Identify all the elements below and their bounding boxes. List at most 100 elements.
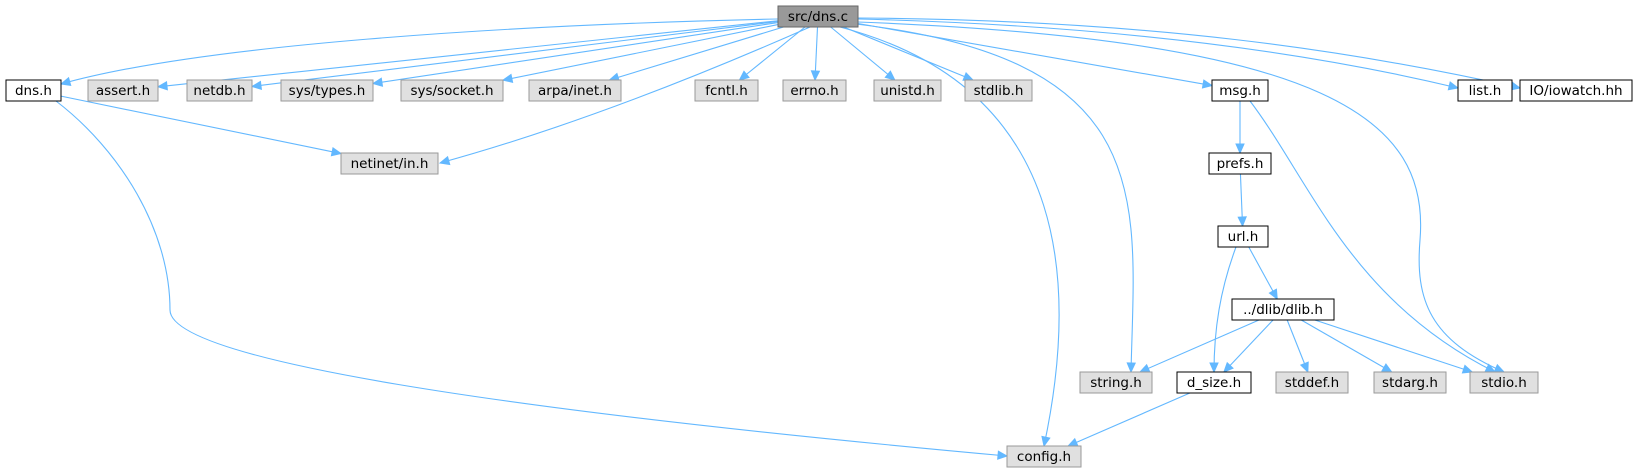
- node-label: sys/types.h: [289, 83, 366, 99]
- node-dlib-h[interactable]: ../dlib/dlib.h: [1231, 298, 1335, 321]
- node-label: errno.h: [790, 83, 838, 99]
- node-dns-h[interactable]: dns.h: [5, 79, 62, 102]
- nodes-layer: src/dns.c dns.h assert.h netdb.h sys/types.h…: [5, 5, 1633, 468]
- node-label: msg.h: [1219, 83, 1261, 99]
- node-label: stddef.h: [1285, 375, 1339, 391]
- node-box: [186, 79, 253, 102]
- edge-dlib-h-to-stddef-h-arrowhead: [1299, 361, 1309, 374]
- node-label: netinet/in.h: [351, 156, 429, 172]
- node-errno-h: errno.h: [782, 79, 847, 102]
- node-label: config.h: [1017, 449, 1071, 465]
- node-box: [1006, 445, 1082, 468]
- node-string-h: string.h: [1079, 371, 1153, 394]
- edge-src-dns-c-to-dns-h-arrowhead: [59, 76, 72, 87]
- edge-src-dns-c-to-stdlib-h-arrowhead: [962, 71, 975, 81]
- node-list-h[interactable]: list.h: [1457, 79, 1513, 102]
- node-box: [1469, 371, 1539, 394]
- edge-dlib-h-to-string-h-arrowhead: [1138, 363, 1151, 373]
- node-label: prefs.h: [1217, 156, 1264, 172]
- edge-src-dns-c-to-config-h-arrowhead: [1041, 435, 1051, 448]
- edge-src-dns-c-to-sys-types-h-arrowhead: [371, 77, 384, 87]
- node-fcntl-h: fcntl.h: [694, 79, 759, 102]
- edge-dns-h-to-netinet-in-h-arrowhead: [330, 146, 343, 157]
- edge-dns-h-to-config-h: [55, 100, 1008, 457]
- node-msg-h[interactable]: msg.h: [1211, 79, 1269, 102]
- edge-src-dns-c-to-io-iowatch-hh: [857, 17, 1521, 89]
- node-d-size-h[interactable]: d_size.h: [1176, 371, 1252, 394]
- edge-dns-h-to-netinet-in-h: [60, 95, 342, 155]
- node-label: stdarg.h: [1382, 375, 1438, 391]
- node-label: netdb.h: [193, 83, 245, 99]
- node-box: [1519, 79, 1633, 102]
- edge-src-dns-c-to-netdb-h-arrowhead: [250, 80, 263, 91]
- edge-dlib-h-to-string-h: [1139, 319, 1260, 373]
- edge-src-dns-c-to-stdio-h-arrowhead: [1493, 363, 1506, 373]
- node-label: assert.h: [96, 83, 150, 99]
- node-label: dns.h: [15, 83, 52, 99]
- edge-src-dns-c-to-sys-socket-h-arrowhead: [501, 73, 514, 83]
- edge-dlib-h-to-stdio-h: [1314, 319, 1473, 373]
- node-box: [1275, 371, 1349, 394]
- edge-dlib-h-to-stdarg-h-arrowhead: [1381, 363, 1393, 373]
- edges-layer: [55, 17, 1522, 460]
- edge-src-dns-c-to-fcntl-h: [739, 26, 806, 81]
- node-src-dns-c: src/dns.c: [777, 5, 859, 28]
- node-url-h[interactable]: url.h: [1217, 225, 1269, 248]
- node-config-h: config.h: [1006, 445, 1082, 468]
- node-stdarg-h: stdarg.h: [1373, 371, 1447, 394]
- edge-d-size-h-to-config-h: [1067, 392, 1191, 447]
- edge-src-dns-c-to-netinet-in-h: [439, 26, 811, 164]
- node-stdio-h: stdio.h: [1469, 371, 1539, 394]
- node-label: stdio.h: [1481, 375, 1527, 391]
- node-label: string.h: [1090, 375, 1142, 391]
- node-label: fcntl.h: [705, 83, 748, 99]
- edge-src-dns-c-to-netinet-in-h-arrowhead: [438, 155, 451, 166]
- edge-msg-h-to-prefs-h-arrowhead: [1235, 143, 1245, 155]
- edge-dlib-h-to-d-size-h-arrowhead: [1223, 361, 1234, 373]
- node-box: [340, 152, 439, 175]
- node-label: d_size.h: [1187, 375, 1241, 391]
- edge-dlib-h-to-stdarg-h: [1300, 319, 1393, 373]
- node-box: [694, 79, 759, 102]
- node-assert-h: assert.h: [87, 79, 159, 102]
- edge-url-h-to-d-size-h: [1213, 246, 1237, 373]
- node-box: [1373, 371, 1447, 394]
- node-label: sys/socket.h: [410, 83, 493, 99]
- node-box: [1079, 371, 1153, 394]
- edge-src-dns-c-to-assert-h: [157, 20, 779, 88]
- edge-src-dns-c-to-string-h-arrowhead: [1126, 362, 1136, 374]
- edge-prefs-h-to-url-h-arrowhead: [1237, 216, 1247, 228]
- node-label: stdlib.h: [974, 83, 1024, 99]
- edge-src-dns-c-to-sys-socket-h: [502, 24, 779, 81]
- edge-src-dns-c-to-unistd-h-arrowhead: [884, 70, 896, 81]
- node-label: url.h: [1228, 229, 1259, 245]
- node-label: unistd.h: [880, 83, 935, 99]
- node-box: [1231, 298, 1335, 321]
- node-box: [1211, 79, 1269, 102]
- edge-src-dns-c-to-msg-h: [857, 22, 1213, 87]
- node-box: [873, 79, 942, 102]
- edge-src-dns-c-to-string-h: [855, 23, 1134, 373]
- node-io-iowatch-hh[interactable]: IO/iowatch.hh: [1519, 79, 1633, 102]
- edge-dlib-h-to-d-size-h: [1223, 319, 1274, 373]
- edge-dns-h-to-config-h-arrowhead: [997, 450, 1009, 460]
- node-box: [1457, 79, 1513, 102]
- edge-src-dns-c-to-netdb-h: [251, 20, 779, 88]
- node-box: [1176, 371, 1252, 394]
- node-prefs-h[interactable]: prefs.h: [1208, 152, 1272, 175]
- edge-d-size-h-to-config-h-arrowhead: [1066, 437, 1079, 447]
- node-box: [777, 5, 859, 28]
- edge-src-dns-c-to-sys-types-h: [372, 21, 779, 85]
- edge-url-h-to-dlib-h: [1248, 246, 1278, 300]
- node-sys-types-h: sys/types.h: [280, 79, 374, 102]
- edge-msg-h-to-stdio-h-arrowhead: [1484, 363, 1497, 373]
- edge-src-dns-c-to-fcntl-h-arrowhead: [738, 70, 750, 81]
- node-label: ../dlib/dlib.h: [1243, 302, 1323, 318]
- edge-src-dns-c-to-errno-h-arrowhead: [810, 70, 821, 82]
- edge-src-dns-c-to-config-h: [839, 26, 1060, 447]
- node-arpa-inet-h: arpa/inet.h: [528, 79, 622, 102]
- node-box: [964, 79, 1033, 102]
- node-box: [87, 79, 159, 102]
- edge-src-dns-c-to-arpa-inet-h: [609, 26, 784, 81]
